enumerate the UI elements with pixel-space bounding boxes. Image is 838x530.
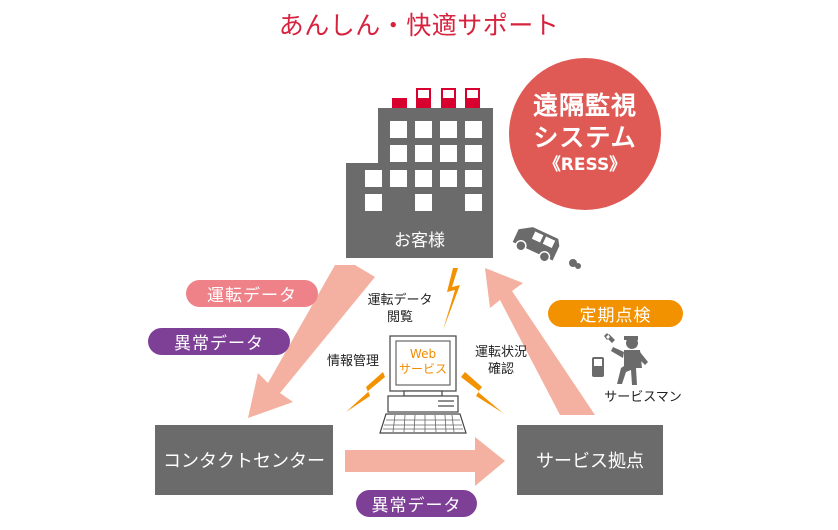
diagram-title: あんしん・快適サポート (278, 11, 560, 40)
contact-center-box: コンタクトセンター (155, 425, 333, 495)
operation-data-pill: 運転データ (186, 280, 318, 307)
remote-system-title: 遠隔監視 (532, 91, 637, 120)
remote-system-subtitle: システム (533, 123, 637, 152)
lightning-icon-left (346, 372, 385, 412)
forklift-vehicle-icon (512, 227, 560, 263)
desktop-computer-icon (379, 335, 467, 434)
serviceman-label: サービスマン (604, 390, 682, 405)
periodic-inspection-pill: 定期点検 (548, 300, 683, 327)
serviceman-icon (592, 333, 648, 385)
remote-system-abbrev: 《RESS》 (543, 155, 627, 175)
operation-data-view-label: 運転データ 閲覧 (367, 293, 433, 325)
web-service-label: Web サービス (398, 347, 447, 376)
arrow-contact-center-to-service-base (345, 437, 505, 486)
info-management-label: 情報管理 (326, 354, 379, 369)
abnormal-data-pill-left: 異常データ (148, 328, 290, 355)
lightning-icon-right (461, 372, 503, 413)
remote-system-text: 遠隔監視 システム 《RESS》 (509, 90, 661, 176)
contact-center-label: コンタクトセンター (163, 451, 325, 472)
customer-label: お客様 (394, 231, 445, 251)
building-windows (365, 121, 482, 211)
lightning-icon-top (443, 268, 460, 330)
arrow-customer-to-contact-center (248, 265, 375, 418)
operation-status-check-label: 運転状況 確認 (474, 345, 527, 377)
arrow-service-base-to-customer (485, 268, 595, 415)
service-base-box: サービス拠点 (517, 425, 663, 495)
service-base-label: サービス拠点 (536, 451, 644, 472)
abnormal-data-pill-bottom: 異常データ (356, 490, 477, 517)
remote-system-circle (509, 58, 661, 210)
exhaust-puff (569, 259, 577, 267)
building-icon (346, 88, 493, 258)
